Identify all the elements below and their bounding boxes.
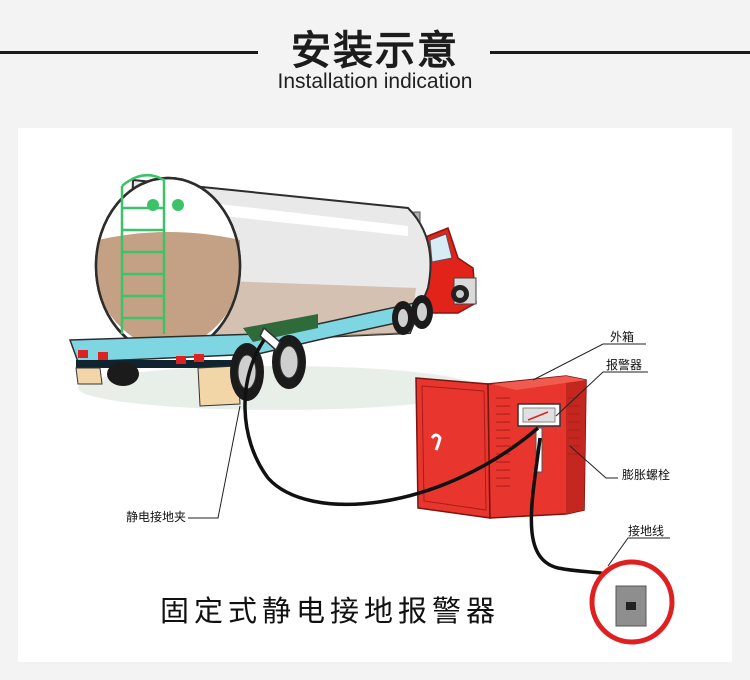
label-expansion-bolt: 膨胀螺栓 <box>622 468 671 482</box>
label-alarm: 报警器 <box>606 358 643 372</box>
alarm-cabinet <box>415 375 587 519</box>
label-outer-box: 外箱 <box>610 330 635 344</box>
leader-lines <box>188 343 670 567</box>
header-rule-right <box>490 51 750 54</box>
label-ground-wire: 接地线 <box>628 524 665 538</box>
clamp-cable <box>243 339 540 507</box>
label-static-clamp: 静电接地夹 <box>126 510 187 524</box>
truck-cab <box>413 211 477 314</box>
tank-ladder <box>120 173 166 334</box>
ground-terminal <box>589 559 675 645</box>
header-rule-left <box>0 51 258 54</box>
header: 安装示意 Installation indication <box>0 0 750 110</box>
ground-shadow <box>78 366 478 410</box>
page-title: 安装示意 <box>291 28 459 74</box>
static-clamp-icon <box>259 326 281 352</box>
installation-diagram: 外箱 报警器 膨胀螺栓 静电接地夹 接地线 固定式静电接地报警器 <box>18 128 732 662</box>
diagram-illustration <box>68 173 675 645</box>
tank-rear <box>94 176 242 356</box>
diagram-caption: 固定式静电接地报警器 <box>160 594 501 628</box>
page-subtitle: Installation indication <box>277 70 473 93</box>
